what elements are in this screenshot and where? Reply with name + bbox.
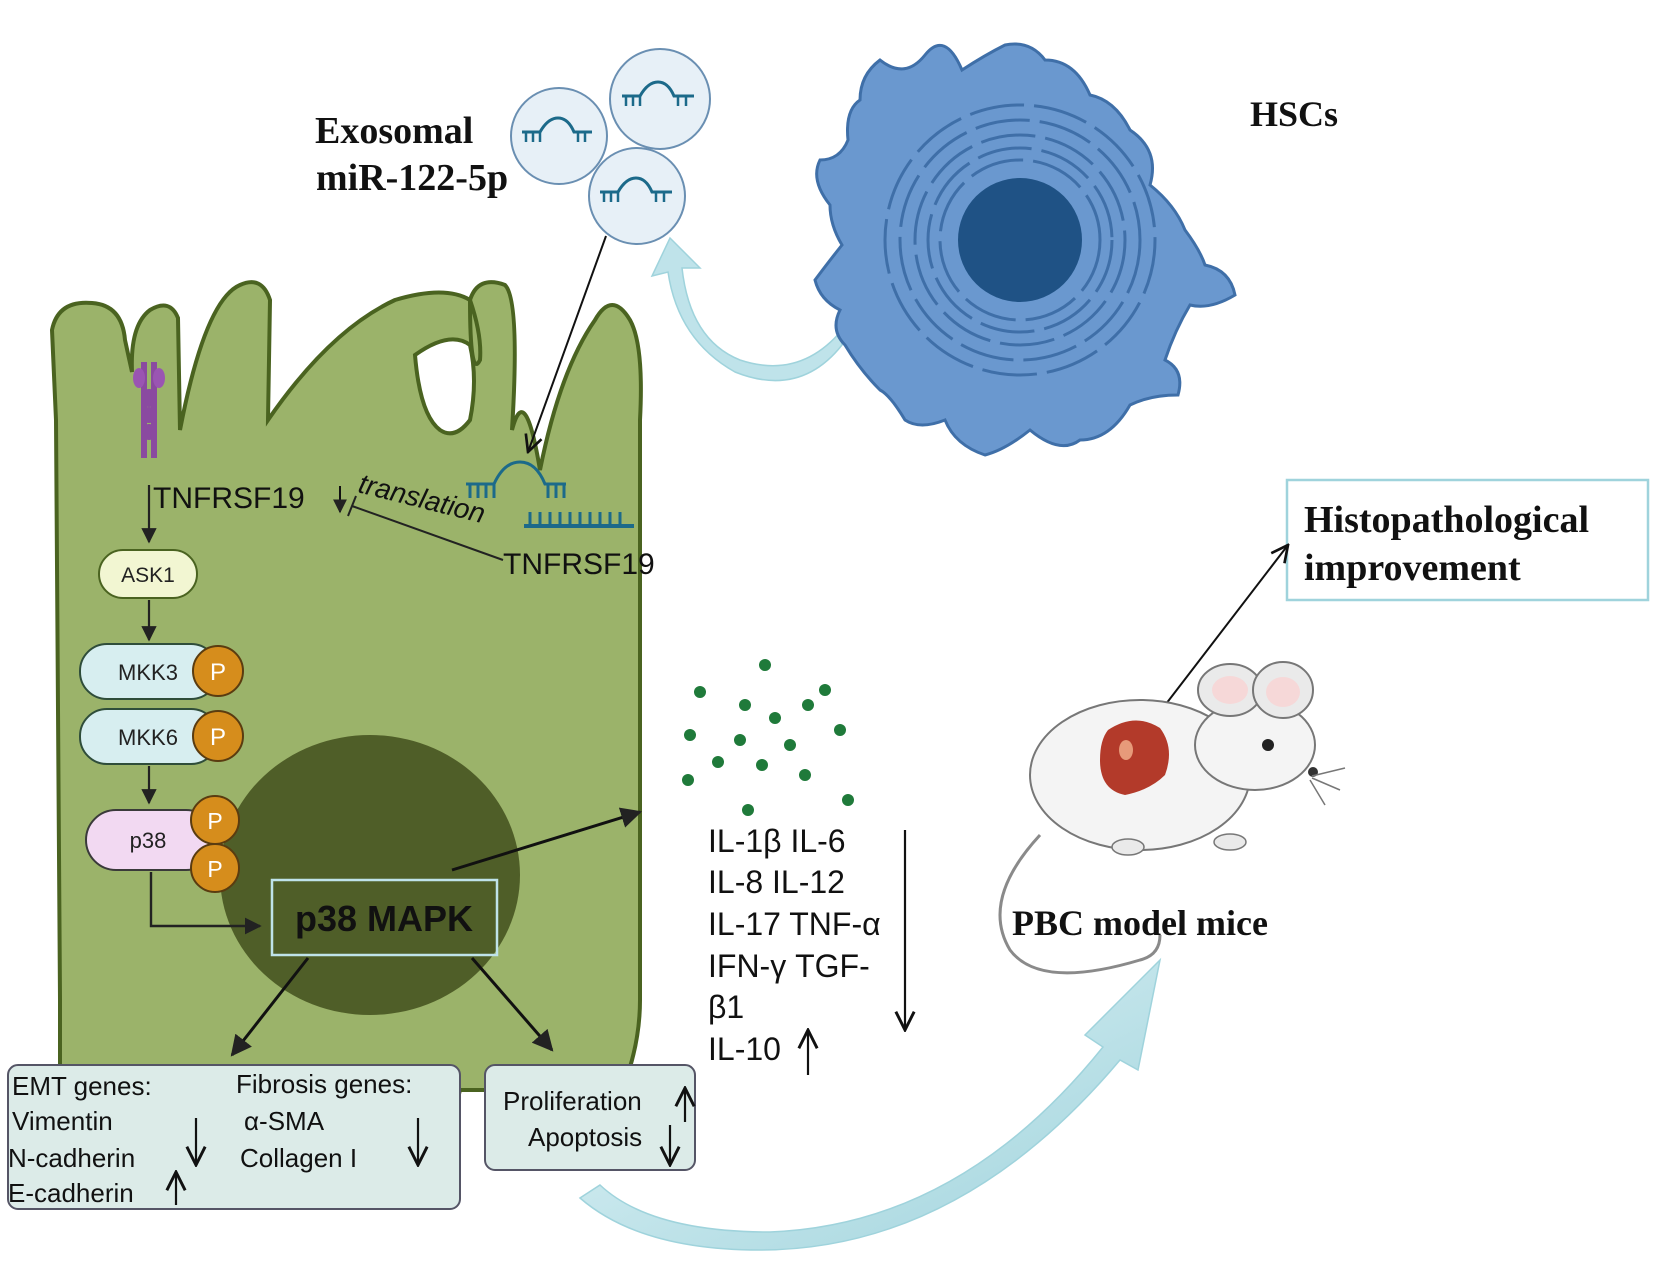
n-cadherin-label: N-cadherin	[8, 1143, 135, 1173]
proliferation-label: Proliferation	[503, 1086, 642, 1116]
cell-nucleus	[220, 735, 520, 1015]
exosome-icon-2	[609, 48, 711, 150]
inhibition-bar	[347, 495, 357, 517]
mkk6-label: MKK6	[118, 725, 178, 750]
microvilli-gap	[412, 337, 476, 436]
exosome-icon-1	[510, 87, 608, 185]
p38-mapk-label: p38 MAPK	[295, 898, 473, 939]
exosomal-label-line1: Exosomal	[315, 110, 473, 152]
apoptosis-label: Apoptosis	[528, 1122, 642, 1152]
tnfrsf19-receptor-icon	[133, 362, 165, 458]
tnfrsf19-target-label: TNFRSF19	[503, 548, 655, 581]
hsc-organelle-rings	[883, 103, 1157, 377]
histopathological-line1: Histopathological	[1304, 499, 1589, 541]
mapk-to-proliferation-arrow	[470, 957, 554, 1052]
mkk6-phospho-label: P	[210, 724, 226, 751]
ask1-node	[98, 549, 198, 599]
histopathological-line2: improvement	[1304, 547, 1521, 589]
tnfrsf19-label: TNFRSF19	[153, 482, 305, 515]
pbc-model-mice-label: PBC model mice	[1012, 903, 1268, 943]
cytokine-line-1: IL-1β IL-6	[708, 823, 846, 859]
a-sma-label: α-SMA	[244, 1106, 325, 1136]
vimentin-label: Vimentin	[12, 1106, 113, 1136]
mkk3-phospho-icon	[192, 645, 244, 697]
e-cadherin-label: E-cadherin	[8, 1178, 134, 1208]
collagen-label: Collagen I	[240, 1143, 357, 1173]
mapk-to-cytokines-arrow	[451, 807, 643, 872]
cytokine-line-5: β1	[708, 989, 744, 1025]
emt-fibrosis-box	[7, 1064, 461, 1210]
mirna-binding-icon	[466, 460, 634, 528]
hsc-to-exosome-curved-arrow	[650, 236, 843, 382]
histopathological-box	[1285, 478, 1650, 602]
cell-to-mice-curved-arrow	[578, 957, 1162, 1251]
cytokine-line-2: IL-8 IL-12	[708, 864, 845, 900]
inhibition-line	[351, 505, 504, 561]
mapk-to-emt-arrow	[230, 957, 310, 1057]
mouse-icon	[998, 661, 1346, 975]
p38-mapk-box	[270, 878, 499, 957]
p38-phospho-icon-2	[190, 843, 240, 893]
cytokine-line-6: IL-10	[708, 1031, 781, 1067]
exosomal-label-line2: miR-122-5p	[316, 157, 508, 199]
liver-to-histopathology-arrow	[1145, 545, 1288, 731]
hscs-label: HSCs	[1250, 94, 1338, 134]
mkk3-label: MKK3	[118, 660, 178, 685]
p38-phospho-label-2: P	[207, 856, 222, 882]
mkk6-phospho-icon	[192, 710, 244, 762]
exosome-icon-3	[588, 147, 686, 245]
mkk3-phospho-label: P	[210, 659, 226, 686]
fibrosis-title: Fibrosis genes:	[236, 1069, 412, 1099]
hsc-nucleus	[958, 178, 1082, 302]
proliferation-box	[484, 1064, 696, 1171]
p38-to-mapk-arrow	[149, 872, 262, 935]
p38-label: p38	[130, 828, 167, 853]
cytokine-dots-icon	[682, 659, 854, 816]
cytokine-line-4: IFN-γ TGF-	[708, 948, 870, 984]
cytokine-line-3: IL-17 TNF-α	[708, 906, 881, 942]
exosome-to-mirna-arrow	[528, 235, 607, 452]
p38-phospho-label-1: P	[207, 808, 222, 834]
emt-title: EMT genes:	[12, 1071, 152, 1101]
ask1-label: ASK1	[121, 564, 175, 587]
